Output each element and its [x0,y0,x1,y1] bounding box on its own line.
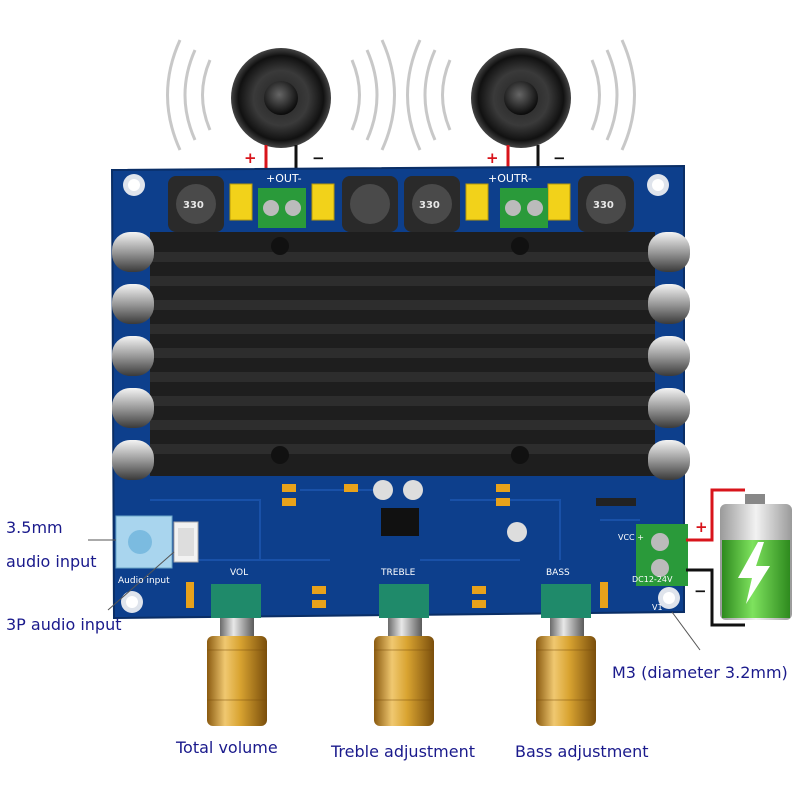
electrolytic-capacitor [112,232,154,480]
vcc-silk: VCC + [618,533,644,542]
audio-3p-connector [173,521,199,563]
audio-35mm-label-line1: 3.5mm [6,518,63,537]
bass-knob[interactable] [536,584,596,726]
plus-sign: + [695,518,708,536]
inductor [168,176,634,232]
m3-hole-label: M3 (diameter 3.2mm) [612,663,788,682]
speaker-icon [471,48,571,148]
small-components [186,480,636,608]
power-wires [686,488,745,627]
film-capacitor [229,183,571,221]
power-terminal [636,524,688,586]
treble-knob[interactable] [374,584,434,726]
audio-input-silk: Audio input [118,576,170,586]
mounting-hole [121,174,680,613]
total-volume-label: Total volume [176,738,278,757]
callout-lines [88,539,701,651]
dc-silk: DC12-24V [632,575,673,584]
battery-icon [720,494,792,620]
audio-35mm-label-line2: audio input [6,552,97,571]
bass-silk: BASS [546,568,570,578]
minus-sign: − [553,149,566,167]
electrolytic-capacitor [648,232,690,480]
v1-silk: V1 [652,603,663,612]
treble-adjustment-label: Treble adjustment [331,742,476,761]
speaker-terminal [258,188,548,228]
plus-sign: + [486,149,499,167]
heatsink [150,232,655,476]
out-left-silk: +OUT- [266,172,302,185]
speaker-icon [231,48,331,148]
inductor-marking: 330 [419,200,440,211]
audio-jack-3-5mm [115,515,173,569]
sound-wave-icon [166,39,636,151]
minus-sign: − [694,582,707,600]
bass-adjustment-label: Bass adjustment [515,742,649,761]
out-right-silk: +OUTR- [488,172,532,185]
volume-knob[interactable] [207,584,267,726]
audio-3p-label: 3P audio input [6,615,122,634]
treble-silk: TREBLE [380,568,416,578]
inductor-marking: 330 [183,200,204,211]
inductor-marking: 330 [593,200,614,211]
minus-sign: − [312,149,325,167]
vol-silk: VOL [230,568,248,578]
plus-sign: + [244,149,257,167]
